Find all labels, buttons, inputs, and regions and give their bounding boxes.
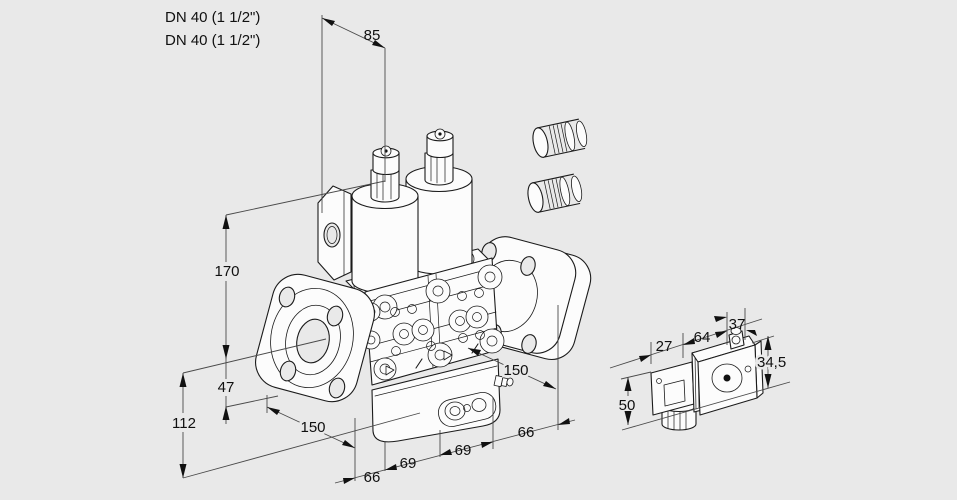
dimension-150-right: 150 bbox=[467, 305, 559, 430]
bottom-unit bbox=[371, 358, 514, 443]
accessory-top-tab bbox=[728, 327, 745, 350]
product-label-1: DN 40 (1 1/2") bbox=[165, 9, 260, 26]
dim-label-37: 37 bbox=[729, 316, 746, 333]
dim-label-150-left: 150 bbox=[300, 419, 325, 436]
accessory-body bbox=[691, 327, 764, 416]
accessory-valve bbox=[650, 327, 764, 431]
dim-label-47: 47 bbox=[218, 379, 235, 396]
dim-label-69-left: 69 bbox=[400, 455, 417, 472]
dim-label-64: 64 bbox=[694, 329, 711, 346]
dimension-34-5: 34,5 bbox=[621, 335, 791, 431]
product-label-2: DN 40 (1 1/2") bbox=[165, 32, 260, 49]
product-labels: DN 40 (1 1/2") DN 40 (1 1/2") bbox=[165, 9, 260, 49]
cable-gland-2 bbox=[527, 173, 583, 213]
cable-gland-1 bbox=[532, 118, 588, 158]
dim-label-112: 112 bbox=[172, 415, 196, 432]
side-nipple bbox=[493, 375, 514, 388]
dimension-50: 50 bbox=[619, 371, 652, 425]
dim-label-66-left: 66 bbox=[364, 469, 381, 486]
flow-arrow-icon bbox=[443, 350, 453, 361]
dimension-47: 47 bbox=[218, 359, 279, 424]
dimension-170: 170 bbox=[214, 180, 386, 359]
dim-label-50: 50 bbox=[619, 397, 636, 414]
valve-assembly bbox=[255, 118, 592, 443]
dim-label-150-right: 150 bbox=[503, 362, 528, 379]
dim-label-66-right: 66 bbox=[518, 424, 535, 441]
dim-label-170: 170 bbox=[214, 263, 239, 280]
dim-label-69-right: 69 bbox=[455, 442, 472, 459]
dimension-150-left: 150 bbox=[266, 395, 356, 449]
dimension-112: 112 bbox=[172, 338, 421, 479]
dim-label-27: 27 bbox=[656, 338, 673, 355]
dim-label-85: 85 bbox=[364, 27, 381, 44]
dim-label-34-5: 34,5 bbox=[757, 354, 786, 371]
left-flange bbox=[255, 273, 375, 403]
dimension-85: 85 bbox=[321, 15, 386, 213]
mounting-bracket bbox=[317, 185, 352, 281]
dimension-bottom-chain: 66 69 69 66 bbox=[334, 398, 576, 486]
dimensions: 85 170 47 112 bbox=[172, 15, 791, 486]
dimension-accessory-top: 27 64 37 bbox=[609, 308, 763, 369]
flow-arrow-icon bbox=[385, 365, 395, 376]
